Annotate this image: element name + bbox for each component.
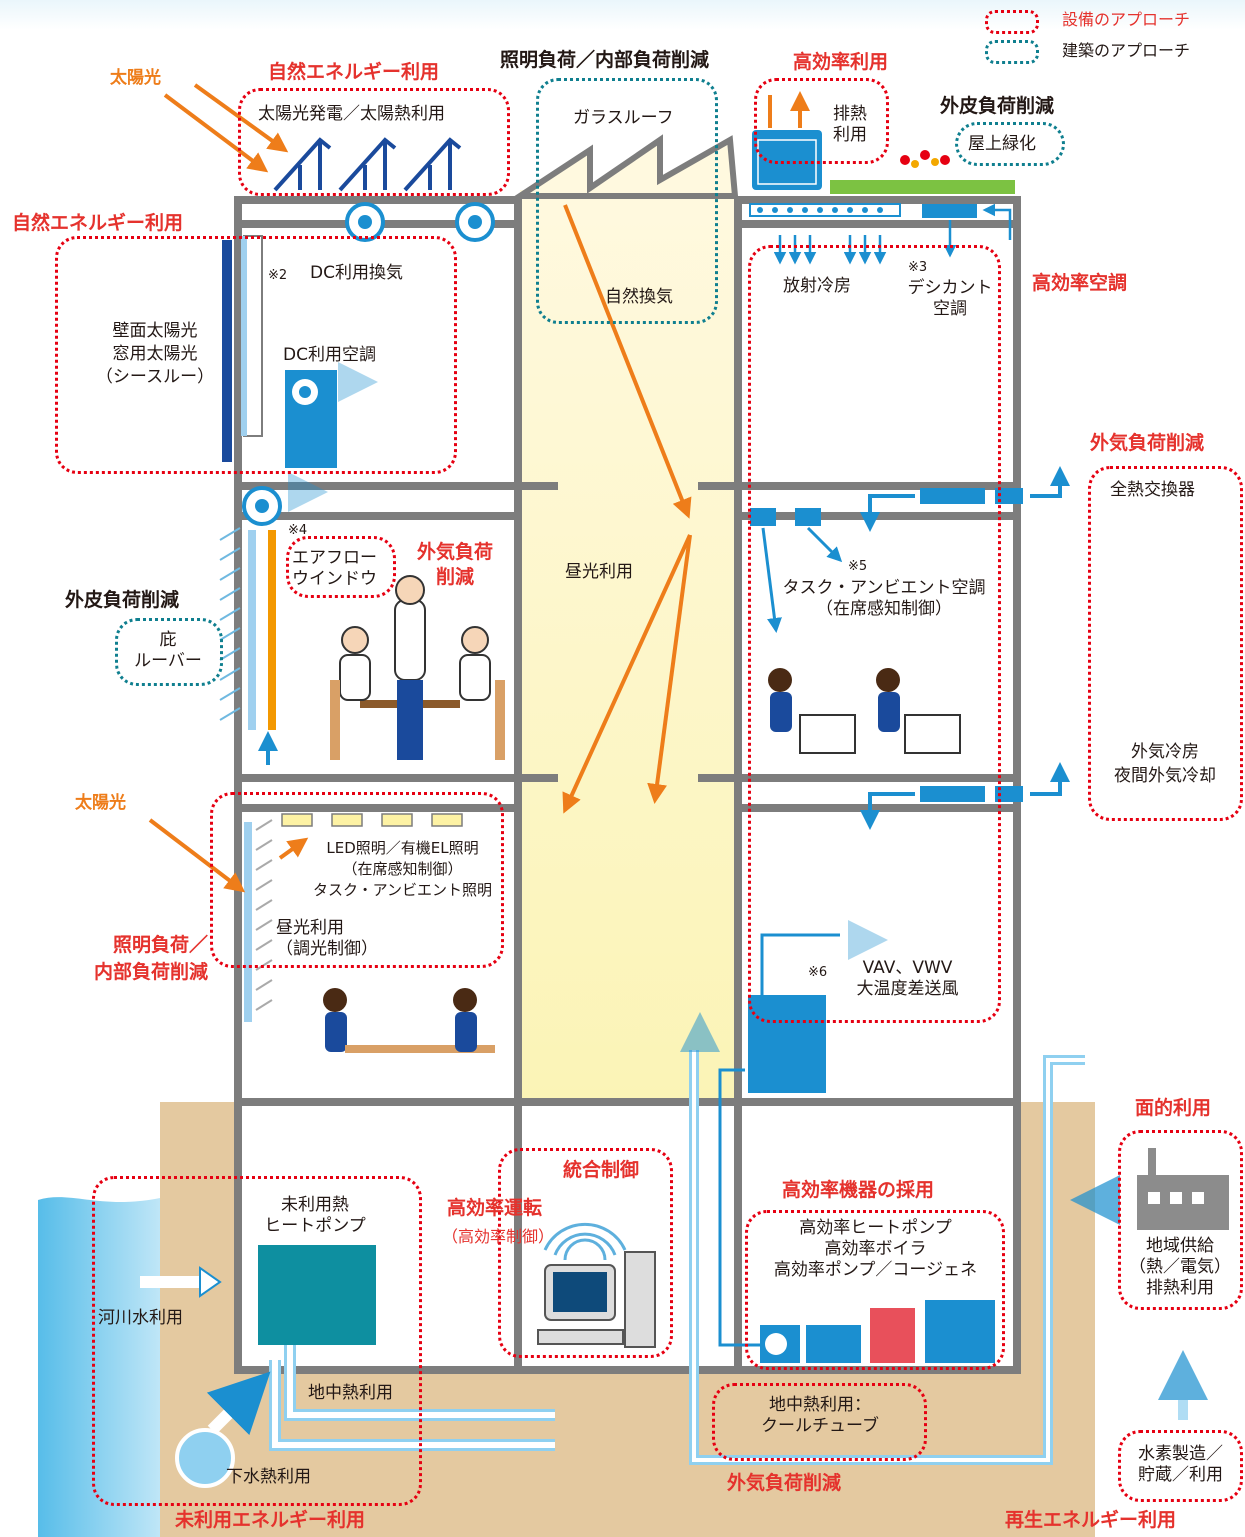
label-note2: ※2	[268, 268, 288, 283]
label-dc-ac: DC利用空調	[283, 345, 376, 365]
heading-natural-energy-top: 自然エネルギー利用	[268, 61, 440, 83]
label-vav-vwv: VAV、VWV 大温度差送風	[856, 958, 959, 999]
label-daylight-dimming: 昼光利用 （調光制御）	[276, 918, 378, 959]
sunlight-label-top: 太陽光	[110, 68, 161, 88]
label-sewage-heat: 下水熱利用	[226, 1467, 311, 1487]
wall-pv	[222, 240, 232, 462]
heading-integrated-control: 統合制御	[563, 1159, 640, 1181]
box-exhaust	[754, 78, 889, 164]
factory-icon	[1137, 1148, 1229, 1230]
heading-lighting-internal-left: 照明負荷／ 内部負荷削減	[93, 934, 208, 983]
boiler	[870, 1308, 915, 1363]
glass-roof-shape	[509, 134, 739, 199]
heading-envelope-load-top: 外皮負荷削減	[940, 95, 1055, 117]
solar-panels	[273, 137, 462, 192]
label-natural-ventilation: 自然換気	[605, 287, 673, 307]
legend-equipment-swatch	[985, 10, 1039, 34]
box-glass-roof	[536, 78, 718, 324]
label-hydrogen: 水素製造／ 貯蔵／利用	[1138, 1444, 1223, 1485]
box-hydrogen	[1118, 1430, 1243, 1502]
label-equipment-list: 高効率ヒートポンプ 高効率ボイラ 高効率ポンプ／コージェネ	[773, 1218, 978, 1280]
box-cool-tube	[712, 1383, 927, 1461]
box-equipment	[745, 1210, 1005, 1370]
box-lighting	[210, 792, 504, 968]
legend-equipment-label: 設備のアプローチ	[1062, 10, 1191, 29]
box-control	[498, 1148, 673, 1358]
label-note6: ※6	[808, 965, 828, 980]
radiant-panel	[749, 203, 901, 217]
label-outdoor-cooling: 外気冷房 夜間外気冷却	[1114, 742, 1216, 786]
label-dc-ventilation: DC利用換気	[310, 263, 403, 283]
heading-high-efficiency-equipment: 高効率機器の採用	[782, 1179, 935, 1201]
atrium	[520, 190, 735, 1102]
label-high-efficiency-control: （高効率制御）	[442, 1227, 555, 1246]
sky-band	[0, 0, 1245, 30]
heading-renewable-energy: 再生エネルギー利用	[1005, 1509, 1177, 1531]
label-desiccant: デシカント 空調	[907, 278, 993, 319]
label-cool-tube: 地中熱利用： クールチューブ	[761, 1395, 879, 1436]
heat-pump-unit	[258, 1245, 376, 1345]
box-heat-exchanger	[1088, 466, 1243, 821]
office-desks-right	[768, 668, 961, 754]
desiccant-unit	[922, 204, 977, 218]
sunlight-label-mid: 太陽光	[75, 793, 126, 813]
heading-outdoor-load-right: 外気負荷削減	[1090, 432, 1205, 454]
label-unused-heat-pump: 未利用熱 ヒートポンプ	[264, 1195, 366, 1236]
rooftop-green	[830, 180, 1015, 194]
label-total-heat-exchanger: 全熱交換器	[1110, 480, 1195, 500]
label-note3: ※3	[908, 260, 928, 275]
box-wall-pv	[55, 236, 457, 474]
box-unused-energy	[92, 1176, 422, 1506]
heading-outdoor-load-bottom: 外気負荷削減	[727, 1472, 842, 1494]
led-light	[281, 813, 313, 827]
label-geothermal: 地中熱利用	[308, 1383, 393, 1403]
box-hvac	[748, 245, 1001, 1023]
flowers	[900, 150, 950, 165]
label-eaves-louver: 庇 ルーバー	[134, 630, 202, 671]
louvers	[219, 527, 241, 721]
river	[38, 1197, 160, 1537]
heading-envelope-load-left: 外皮負荷削減	[65, 589, 180, 611]
heading-high-efficiency-use: 高効率利用	[793, 51, 889, 73]
label-led-lighting: LED照明／有機EL照明 （在席感知制御） タスク・アンビエント照明	[312, 839, 493, 899]
box-district	[1118, 1130, 1243, 1310]
label-district-supply: 地域供給 （熱／電気） 排熱利用	[1129, 1236, 1231, 1298]
label-river-water: 河川水利用	[98, 1308, 183, 1328]
dc-fans	[345, 202, 495, 242]
label-note4: ※4	[288, 523, 308, 538]
box-airflow	[286, 536, 396, 598]
legend-architecture-label: 建築のアプローチ	[1062, 41, 1191, 60]
label-radiant-cooling: 放射冷房	[783, 276, 851, 296]
airflow-window	[268, 530, 276, 730]
heading-high-efficiency-op: 高効率運転	[447, 1197, 543, 1219]
box-louver	[115, 618, 223, 686]
sewage-pipe	[175, 1428, 235, 1488]
label-rooftop-greening: 屋上緑化	[968, 134, 1036, 154]
heading-area-use: 面的利用	[1135, 1097, 1212, 1119]
office-desks-left	[323, 988, 495, 1053]
floor3-ducts	[860, 762, 1070, 830]
label-exhaust-heat-use: 排熱 利用	[833, 104, 867, 145]
label-task-ambient-ac: タスク・アンビエント空調 （在席感知制御）	[782, 578, 986, 619]
heading-natural-energy-left: 自然エネルギー利用	[12, 212, 184, 234]
box-pv	[238, 88, 510, 196]
box-greening	[955, 122, 1065, 166]
heading-unused-energy: 未利用エネルギー利用	[175, 1509, 366, 1531]
label-daylight-use: 昼光利用	[565, 562, 633, 582]
label-pv-solar-heat: 太陽光発電／太陽熱利用	[258, 104, 445, 124]
label-wall-pv: 壁面太陽光 窓用太陽光 （シースルー）	[95, 321, 215, 387]
label-airflow-window: エアフロー ウインドウ	[292, 548, 377, 589]
floor2-ducts	[750, 466, 1070, 633]
heading-high-efficiency-ac: 高効率空調	[1032, 272, 1128, 294]
legend-architecture-swatch	[985, 40, 1039, 64]
label-note5: ※5	[848, 559, 868, 574]
office-meeting	[330, 575, 505, 760]
label-glass-roof: ガラスルーフ	[573, 108, 674, 128]
heading-outdoor-load-mid: 外気負荷 削減	[416, 541, 493, 588]
heading-lighting-internal-top: 照明負荷／内部負荷削減	[500, 49, 710, 71]
